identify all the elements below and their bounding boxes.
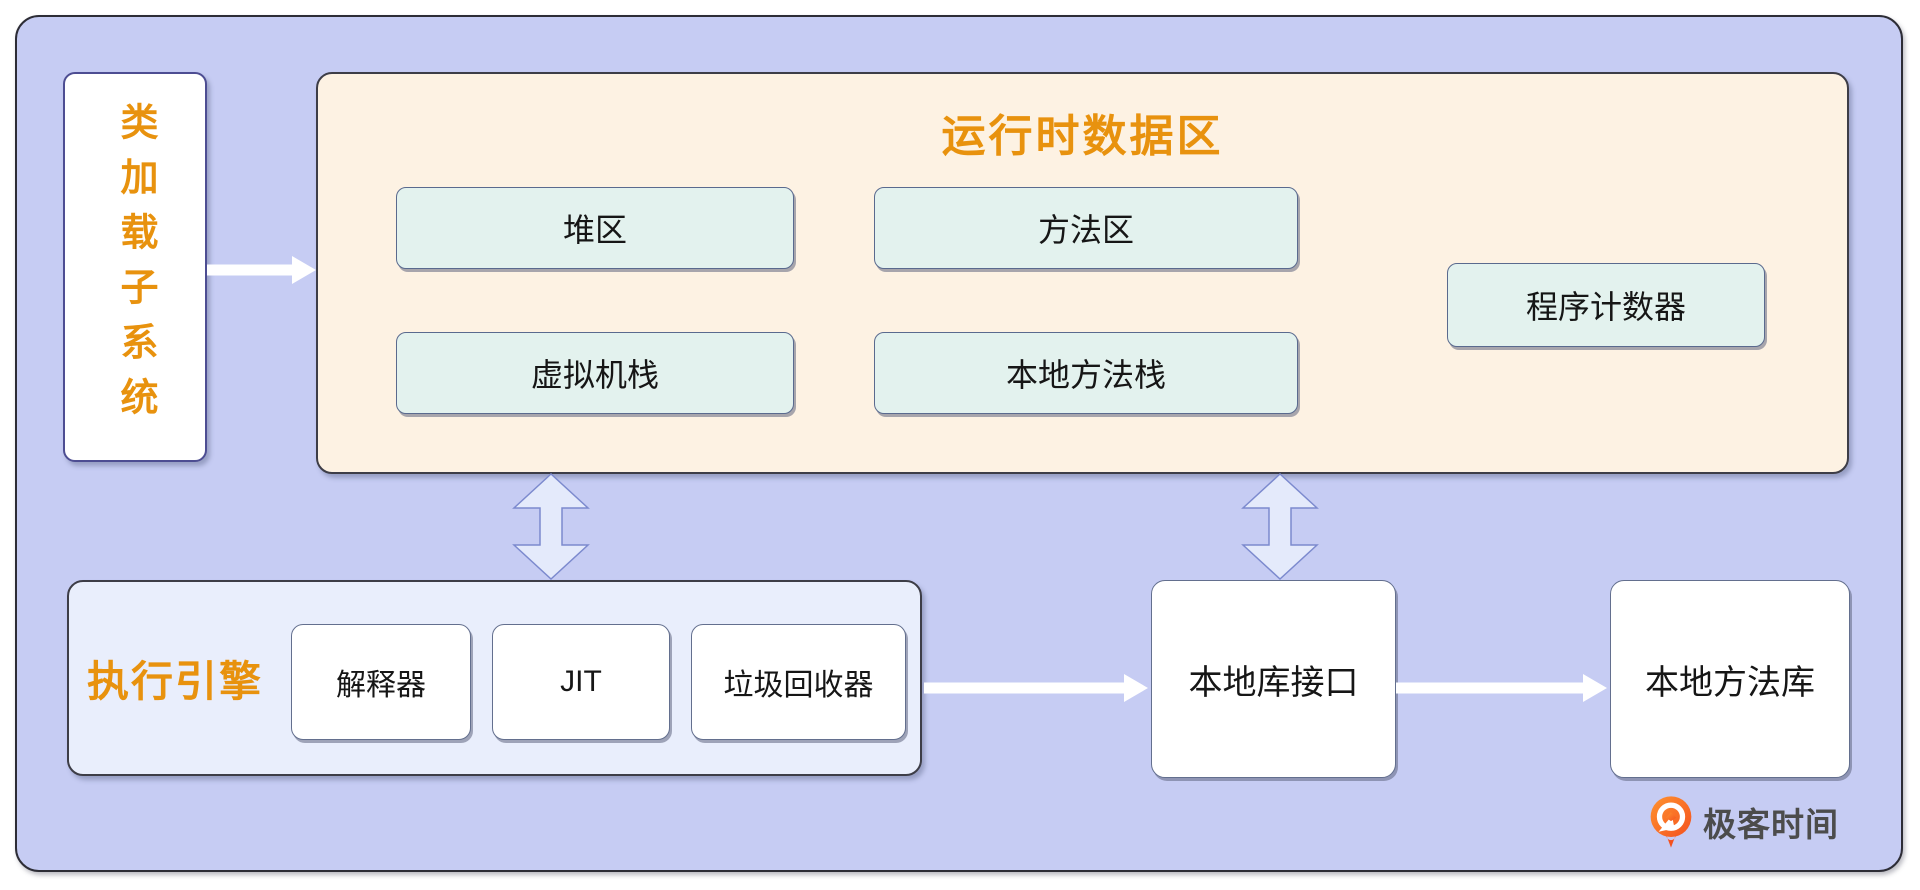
- runtime-data-area-title: 运行时数据区: [941, 112, 1224, 161]
- program-counter-box: 程序计数器: [1447, 263, 1765, 347]
- execution-engine-panel: 执行引擎 解释器 JIT 垃圾回收器: [67, 580, 922, 776]
- interpreter-label: 解释器: [336, 669, 426, 702]
- interpreter-box: 解释器: [291, 624, 471, 740]
- native-method-stack-box: 本地方法栈: [874, 332, 1298, 414]
- heap-box: 堆区: [396, 187, 794, 269]
- geektime-logo: 极客时间: [1648, 794, 1839, 850]
- heap-label: 堆区: [562, 212, 627, 248]
- geektime-logo-text: 极客时间: [1703, 806, 1839, 843]
- native-method-stack-label: 本地方法栈: [1005, 357, 1166, 393]
- vm-stack-box: 虚拟机栈: [396, 332, 794, 414]
- runtime-data-area-panel: 运行时数据区 堆区 方法区 程序计数器 虚拟机栈 本地方法栈: [316, 72, 1849, 474]
- native-library-interface-label: 本地库接口: [1188, 663, 1359, 702]
- method-area-box: 方法区: [874, 187, 1298, 269]
- jit-label: JIT: [560, 665, 602, 698]
- garbage-collector-label: 垃圾回收器: [723, 669, 874, 702]
- execution-engine-title: 执行引擎: [87, 657, 264, 705]
- jit-box: JIT: [492, 624, 670, 740]
- garbage-collector-box: 垃圾回收器: [691, 624, 906, 740]
- geektime-logo-icon: [1650, 796, 1692, 848]
- native-library-interface-box: 本地库接口: [1151, 580, 1396, 778]
- vm-stack-label: 虚拟机栈: [530, 357, 659, 393]
- native-method-library-box: 本地方法库: [1610, 580, 1850, 778]
- class-loader-label: 类加载子系统: [114, 102, 156, 432]
- method-area-label: 方法区: [1037, 212, 1134, 248]
- native-method-library-label: 本地方法库: [1645, 663, 1815, 702]
- program-counter-label: 程序计数器: [1525, 289, 1686, 325]
- class-loader-box: 类加载子系统: [63, 72, 207, 462]
